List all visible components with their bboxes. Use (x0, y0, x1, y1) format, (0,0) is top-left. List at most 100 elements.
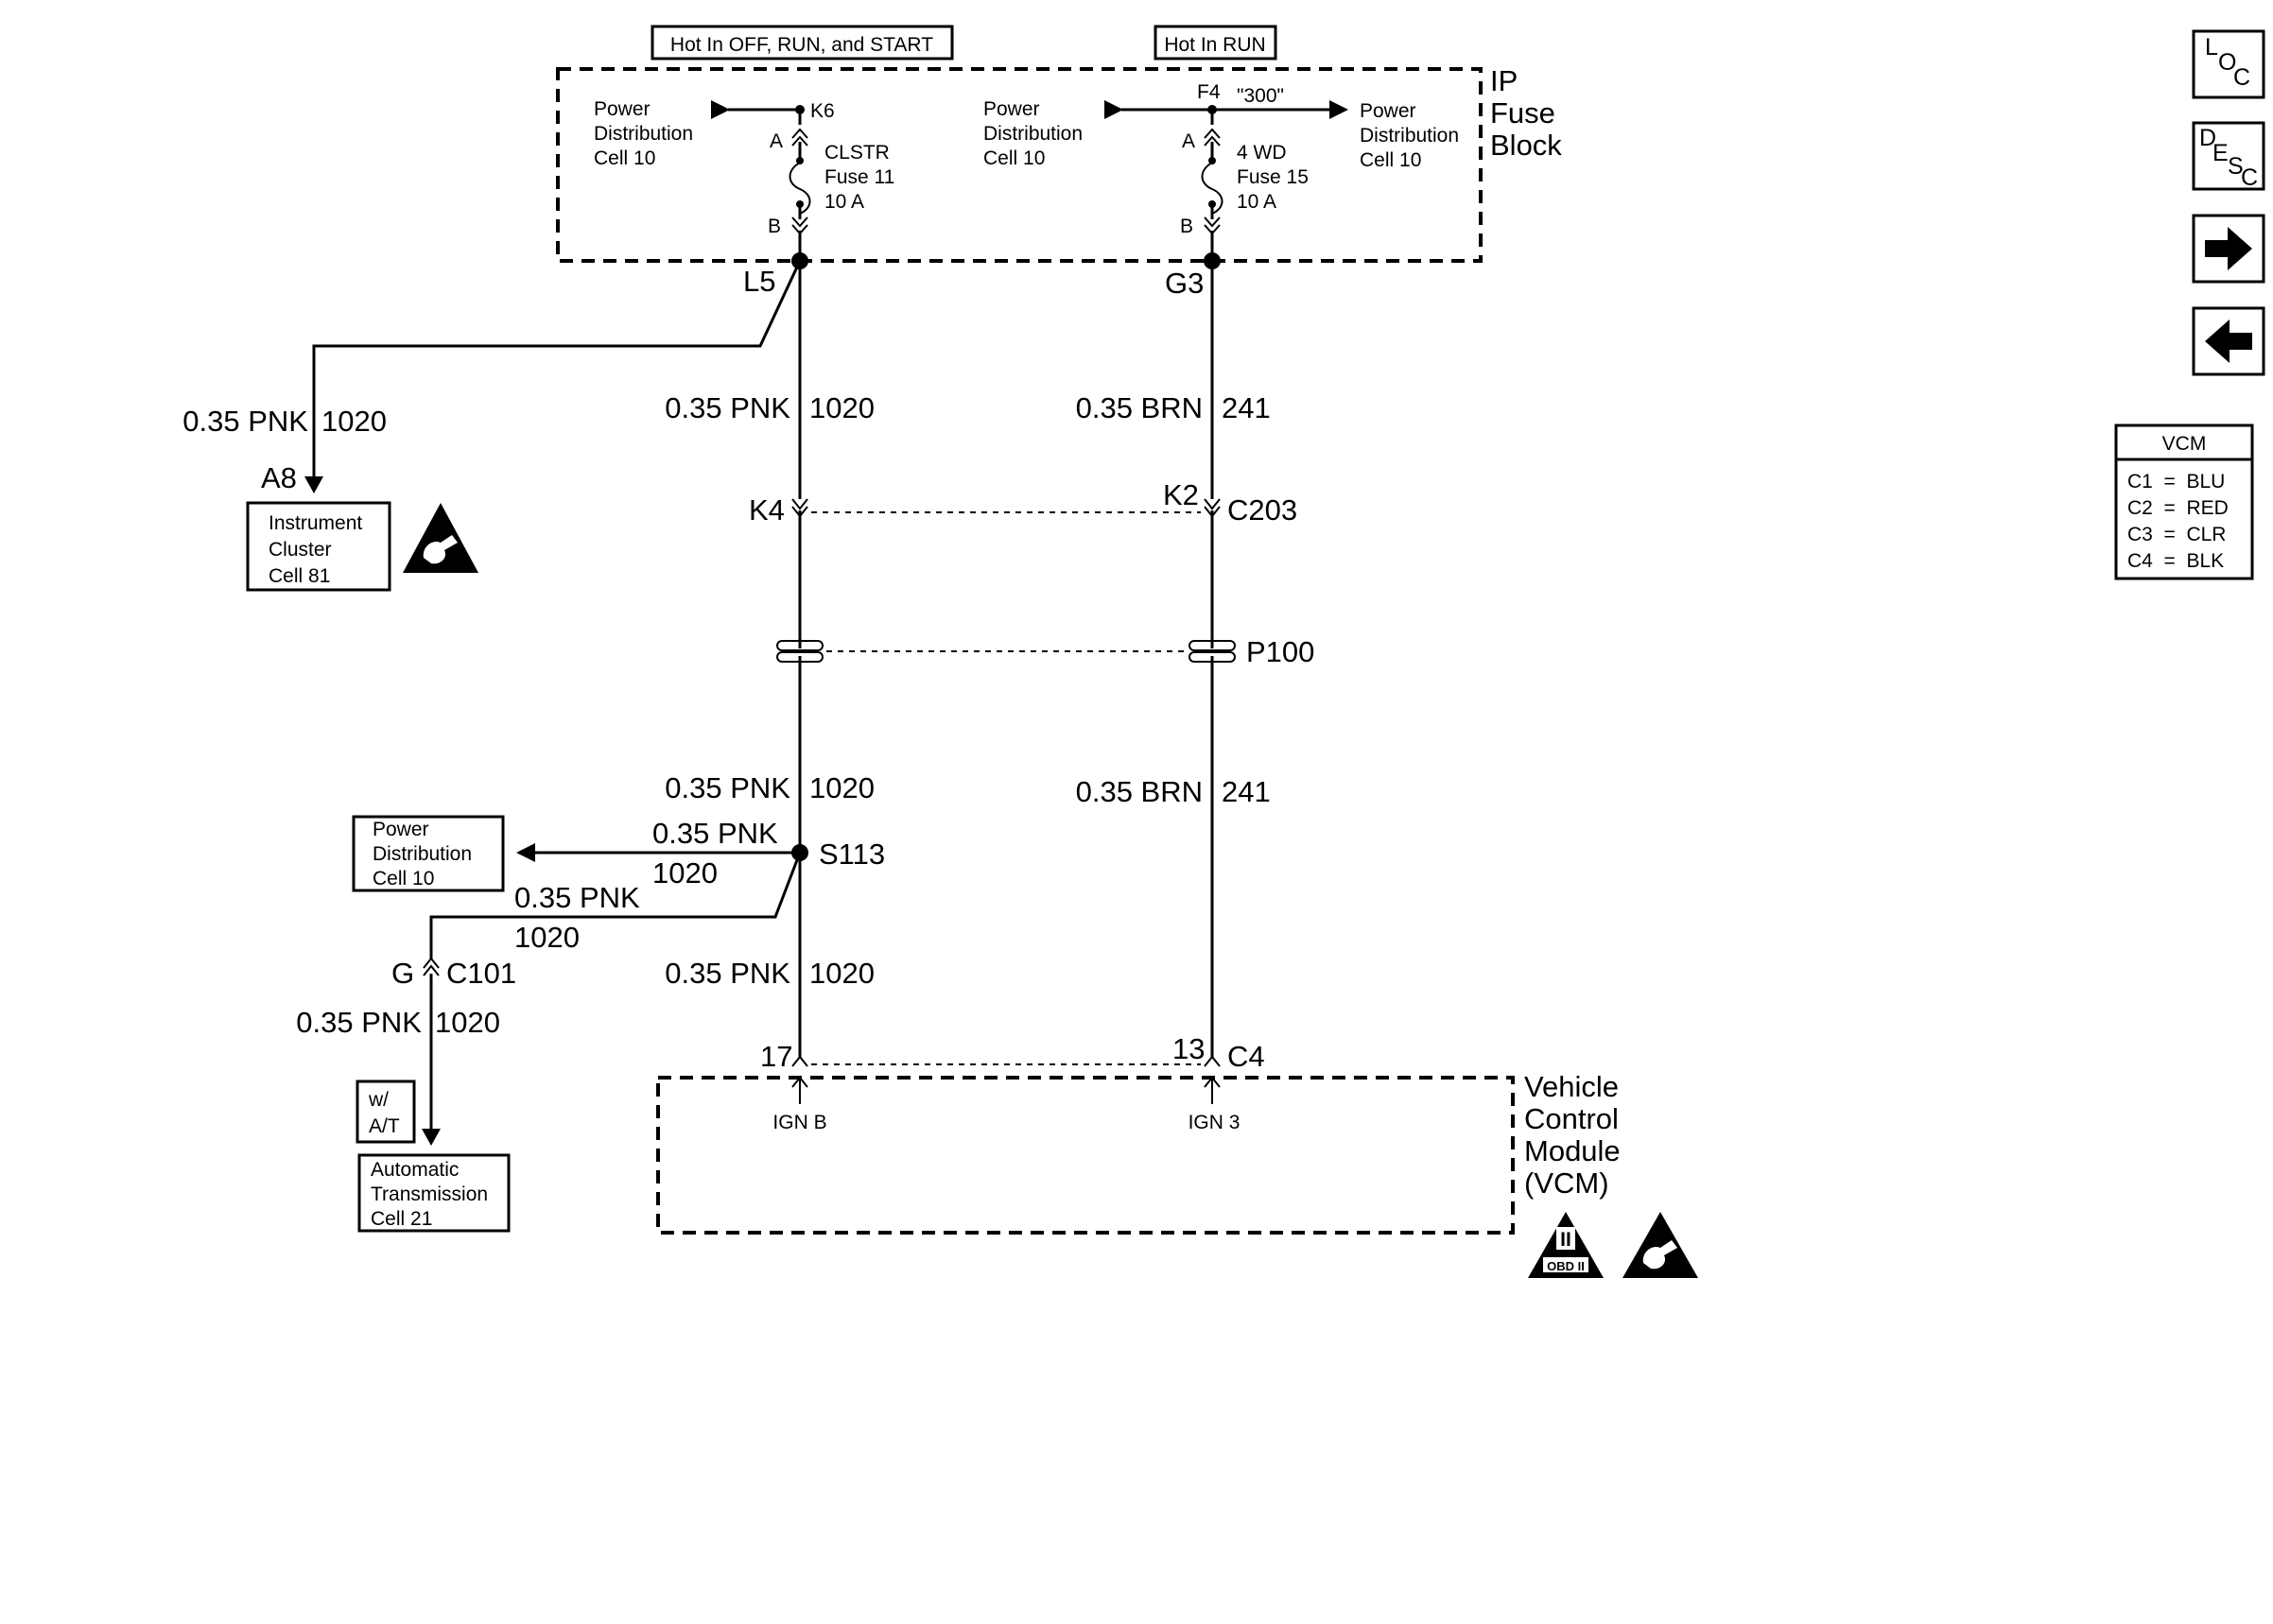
option-label-2: A/T (369, 1115, 400, 1137)
fuse-left-terminal-a: A (770, 130, 783, 152)
vcm-connector-legend: VCM C1 = BLU C2 = RED C3 = CLR C4 = BLK (2114, 423, 2254, 580)
hot-label-right-text: Hot In RUN (1164, 34, 1265, 56)
right-mid-circuit: 241 (1222, 775, 1271, 808)
right-upper-circuit: 241 (1222, 391, 1271, 424)
obd-numeral: II (1560, 1229, 1571, 1251)
c101-pin: G (391, 957, 414, 990)
c203-name: C203 (1227, 493, 1297, 527)
vcm-legend-row-4: C4 = BLK (2127, 550, 2224, 572)
instrument-cluster-3: Cell 81 (269, 565, 330, 587)
pd-branch-circuit: 1020 (652, 856, 718, 890)
fuse-left-source-2: Distribution (594, 123, 693, 145)
fuse-left-label-1: CLSTR (824, 142, 890, 164)
desc-letter-2: E (2212, 140, 2229, 166)
instrument-cluster: Instrument Cluster Cell 81 (246, 501, 391, 592)
left-lower-circuit: 1020 (809, 957, 875, 990)
power-distribution-3: Cell 10 (373, 868, 434, 890)
pin-l5: L5 (743, 265, 775, 298)
trans-branch-lower-circuit: 1020 (435, 1006, 500, 1039)
fuse-left-label-2: Fuse 11 (824, 166, 894, 188)
automatic-transmission-2: Transmission (371, 1183, 488, 1205)
left-upper-size-color: 0.35 PNK (665, 391, 790, 424)
left-upper-circuit: 1020 (809, 391, 875, 424)
cluster-wire-circuit: 1020 (321, 405, 387, 438)
trans-branch-upper-circuit: 1020 (514, 921, 580, 954)
arrow-down-icon (422, 1129, 441, 1146)
fuse-right-label-3: 10 A (1237, 191, 1276, 213)
c203-right-pin: K2 (1163, 478, 1199, 511)
fuse-right-source-3: Cell 10 (983, 147, 1045, 169)
connector-c203: K4 K2 C203 (749, 478, 1297, 527)
vcm-legend-row-3: C3 = CLR (2127, 524, 2226, 545)
wire-1020-trans-branch: 0.35 PNK 1020 G C101 0.35 PNK 1020 (296, 852, 802, 1146)
desc-letter-4: C (2241, 164, 2258, 191)
c4-name: C4 (1227, 1040, 1265, 1073)
fuse-left-label-3: 10 A (824, 191, 864, 213)
wire-241-main: G3 (1165, 252, 1221, 1059)
pd-branch-size-color: 0.35 PNK (652, 817, 778, 850)
option-label-at: w/ A/T (356, 1080, 416, 1144)
left-lower-size-color: 0.35 PNK (665, 957, 790, 990)
option-label-1: w/ (368, 1089, 389, 1111)
left-mid-size-color: 0.35 PNK (665, 771, 790, 804)
fuse-11-icon (789, 110, 811, 261)
instrument-cluster-1: Instrument (269, 512, 362, 534)
connector-c4: 17 13 C4 (760, 1032, 1265, 1073)
loc-letter-2: O (2218, 49, 2236, 76)
vcm-legend-row-1: C1 = BLU (2127, 471, 2225, 492)
c4-left-pin: 17 (760, 1040, 792, 1073)
fuse-right-bus-pin: F4 (1197, 81, 1221, 103)
desc-letter-3: S (2228, 153, 2244, 180)
ip-fuse-block-name-2: Fuse (1490, 96, 1555, 130)
vcm-legend-title: VCM (2162, 433, 2207, 455)
right-upper-size-color: 0.35 BRN (1076, 391, 1203, 424)
loc-button[interactable]: L O C (2192, 29, 2265, 99)
prev-button[interactable] (2192, 306, 2265, 376)
fuse-right-dest-1: Power (1360, 100, 1416, 122)
fuse-right-bus-circuit: "300" (1237, 85, 1284, 107)
trans-branch-upper-size-color: 0.35 PNK (514, 881, 640, 914)
ip-fuse-block-name-3: Block (1490, 129, 1562, 162)
vcm-module: IGN B IGN 3 Vehicle Control Module (VCM) (656, 1070, 1621, 1235)
wire-1020-cluster-branch: 0.35 PNK 1020 A8 (182, 260, 802, 494)
arrow-right-dest-icon (1329, 100, 1348, 119)
next-button[interactable] (2192, 214, 2265, 284)
fuse-15-icon (1201, 110, 1223, 261)
vcm-name-3: Module (1524, 1134, 1621, 1167)
esd-warning-icon (403, 503, 478, 573)
arrow-right-icon (2205, 227, 2252, 270)
connector-p100: P100 (776, 635, 1314, 668)
loc-letter-1: L (2205, 34, 2218, 60)
fuse-right-source-2: Distribution (983, 123, 1083, 145)
ip-fuse-block-name-1: IP (1490, 64, 1518, 97)
esd-warning-icon (1622, 1212, 1698, 1278)
instrument-cluster-2: Cluster (269, 539, 332, 561)
power-distribution-box: Power Distribution Cell 10 (352, 815, 505, 892)
arrow-down-icon (304, 476, 323, 493)
pin-g3: G3 (1165, 267, 1204, 300)
obd-badge-text: OBD II (1547, 1259, 1585, 1273)
fuse-left-terminal-b: B (768, 216, 781, 237)
vcm-input-right: IGN 3 (1189, 1112, 1241, 1133)
wire-1020-main: L5 (743, 252, 808, 1059)
desc-button[interactable]: D E S C (2192, 121, 2265, 191)
c101-name: C101 (446, 957, 516, 990)
trans-branch-lower-size-color: 0.35 PNK (296, 1006, 422, 1039)
vcm-input-left: IGN B (772, 1112, 826, 1133)
fuse-right-terminal-a: A (1182, 130, 1195, 152)
obd-icon: II OBD II (1528, 1212, 1604, 1278)
fuse-right-label-1: 4 WD (1237, 142, 1287, 164)
automatic-transmission-1: Automatic (371, 1159, 459, 1181)
s113-name: S113 (819, 838, 885, 871)
ip-fuse-block: IP Fuse Block Power Distribution Cell 10… (556, 64, 1562, 263)
arrow-right-source-icon (1104, 100, 1123, 119)
loc-letter-3: C (2233, 64, 2250, 91)
arrow-left-icon (2205, 320, 2252, 363)
desc-letter-1: D (2199, 125, 2216, 151)
fuse-left-bus-pin: K6 (810, 100, 835, 122)
vcm-name-4: (VCM) (1524, 1166, 1609, 1200)
fuse-left-source-3: Cell 10 (594, 147, 655, 169)
wire-1020-pd-branch: 0.35 PNK 1020 (516, 817, 800, 890)
power-distribution-2: Distribution (373, 843, 472, 865)
